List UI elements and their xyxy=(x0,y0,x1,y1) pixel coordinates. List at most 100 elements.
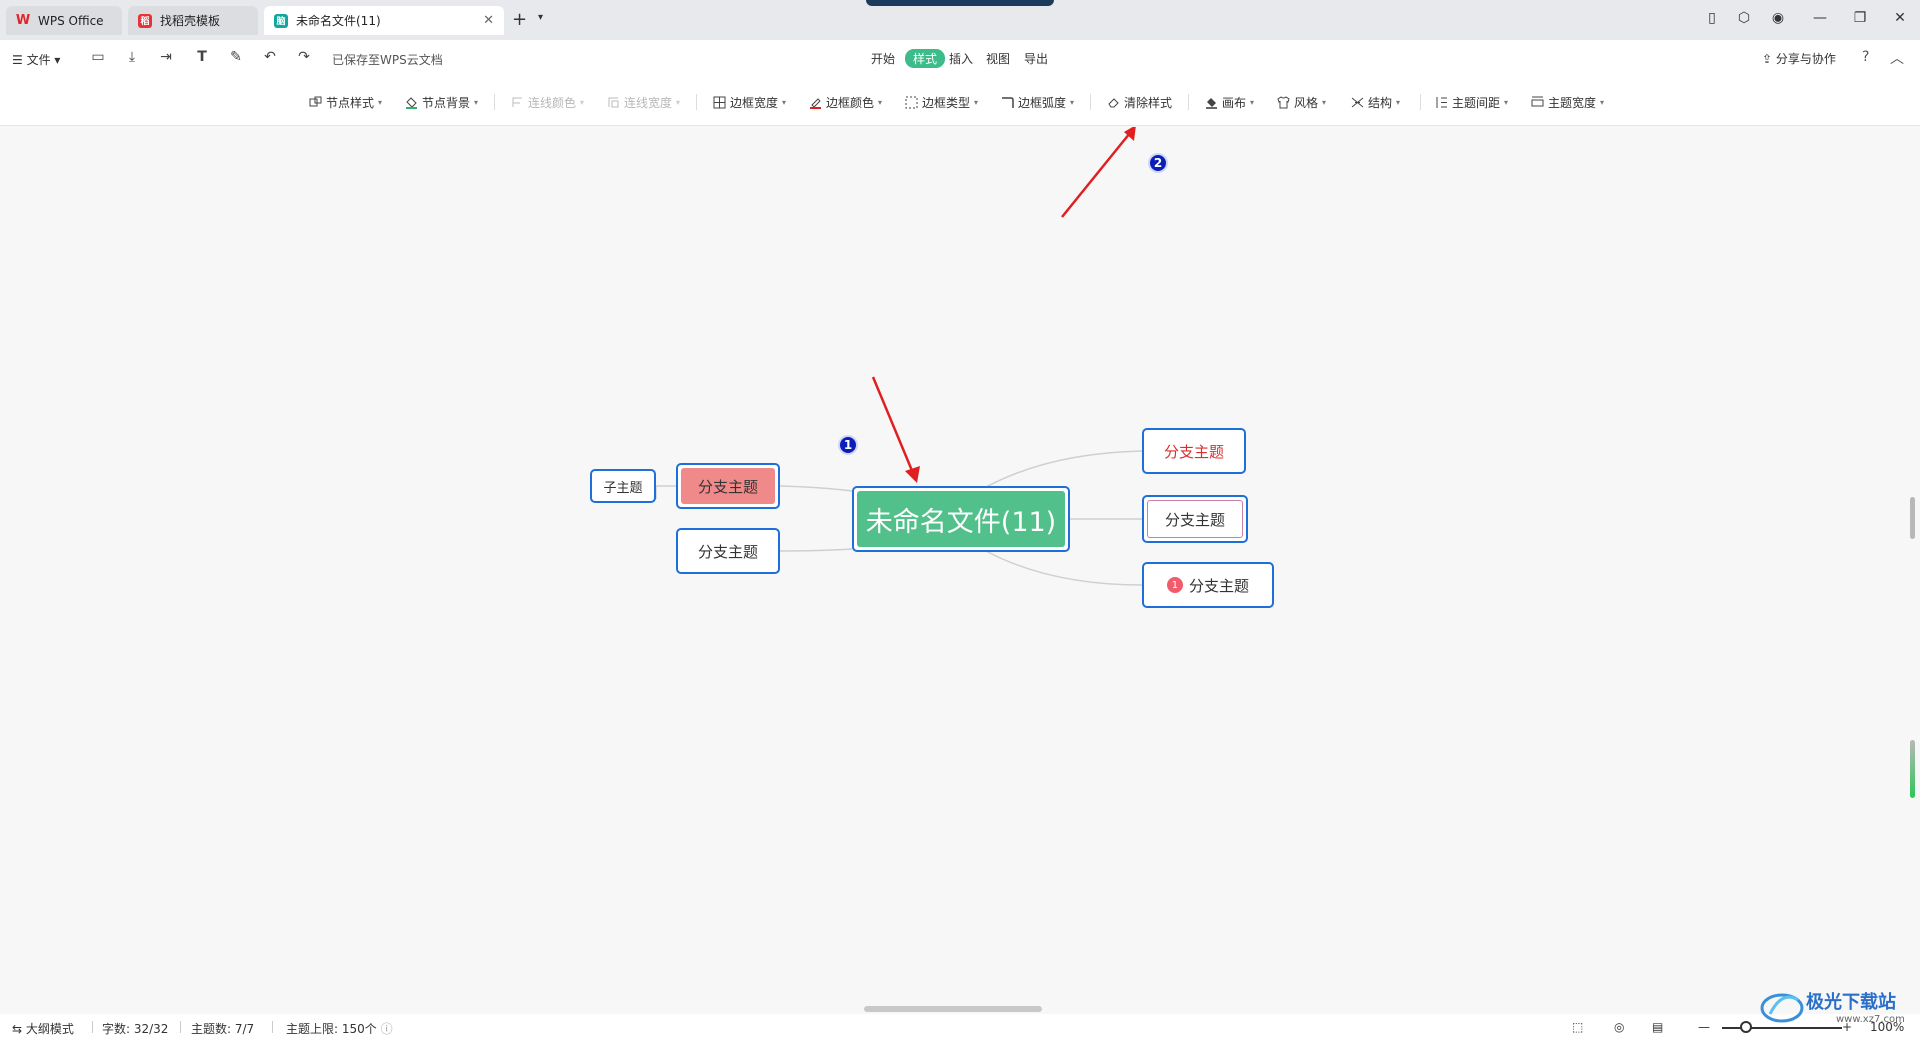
node-style-icon xyxy=(308,95,322,109)
line-width-icon xyxy=(606,95,620,109)
status-bar: ⇆ 大纲模式 字数: 32/32 主题数: 7/7 主题上限: 150个 ⓘ ⬚… xyxy=(0,1014,1920,1040)
undo-icon[interactable]: ↶ xyxy=(264,49,276,65)
mindmap-canvas[interactable]: 未命名文件(11) 分支主题 分支主题 子主题 分支主题 分支主题 1 分支主题… xyxy=(0,127,1920,1002)
branch-label: 分支主题 xyxy=(681,468,775,504)
zoom-in-icon[interactable]: + xyxy=(1842,1020,1853,1034)
border-type-icon xyxy=(904,95,918,109)
toolbar-label: 画布 xyxy=(1222,95,1247,110)
format-painter-icon[interactable]: T xyxy=(197,49,207,65)
right-branch-with-badge[interactable]: 1 分支主题 xyxy=(1142,562,1274,608)
close-tab-icon[interactable]: ✕ xyxy=(483,13,494,28)
tab-start[interactable]: 开始 xyxy=(871,52,896,66)
subtopic-node[interactable]: 子主题 xyxy=(590,469,656,503)
border-color-button[interactable]: 边框颜色▾ xyxy=(808,93,882,111)
tab-view[interactable]: 视图 xyxy=(986,52,1011,66)
file-menu-label: 文件 xyxy=(26,53,51,67)
select-icon[interactable]: ⬚ xyxy=(1572,1020,1584,1034)
root-topic-node[interactable]: 未命名文件(11) xyxy=(852,486,1070,552)
canvas-icon xyxy=(1204,95,1218,109)
info-icon[interactable]: ⓘ xyxy=(380,1022,393,1036)
right-branch-red-text[interactable]: 分支主题 xyxy=(1142,428,1246,474)
restore-icon[interactable]: ❐ xyxy=(1853,10,1867,26)
chevron-up-icon[interactable]: ︿ xyxy=(1890,51,1904,67)
saved-status: 已保存至WPS云文档 xyxy=(332,53,443,67)
avatar[interactable]: ◉ xyxy=(1771,10,1785,26)
tab-style[interactable]: 样式 xyxy=(905,49,946,68)
chevron-down-icon[interactable]: ▾ xyxy=(538,12,544,23)
toolbar-label: 主题宽度 xyxy=(1548,95,1597,110)
theme-style-button[interactable]: 风格▾ xyxy=(1276,93,1326,111)
toolbar-label: 连线颜色 xyxy=(528,95,577,110)
priority-badge: 1 xyxy=(1166,577,1183,593)
locate-icon[interactable]: ◎ xyxy=(1614,1020,1625,1034)
minimize-icon[interactable]: — xyxy=(1813,10,1827,26)
tab-export[interactable]: 导出 xyxy=(1024,52,1049,66)
zoom-out-icon[interactable]: — xyxy=(1698,1020,1710,1034)
right-branch-inner-border[interactable]: 分支主题 xyxy=(1142,495,1248,543)
cube-icon[interactable]: ⬡ xyxy=(1737,10,1751,26)
subtopic-label: 子主题 xyxy=(603,480,643,496)
topic-spacing-button[interactable]: 主题间距▾ xyxy=(1434,93,1508,111)
tab-insert[interactable]: 插入 xyxy=(949,52,974,66)
menu-bar: ☰ 文件 ▾ ▭ ⤓ ⇥ T ✎ ↶ ↷ 已保存至WPS云文档 开始 样式 插入… xyxy=(0,40,1920,76)
mindmap-file-icon: 脑 xyxy=(274,13,288,28)
outline-mode-label: 大纲模式 xyxy=(25,1022,74,1036)
branch-label: 分支主题 xyxy=(1163,442,1224,461)
vertical-scrollbar[interactable] xyxy=(1910,497,1915,539)
vertical-scroll-indicator[interactable] xyxy=(1910,740,1915,798)
map-icon[interactable]: ▤ xyxy=(1652,1020,1664,1034)
structure-button[interactable]: 结构▾ xyxy=(1350,93,1400,111)
docer-icon: 稻 xyxy=(138,13,152,28)
left-branch[interactable]: 分支主题 xyxy=(676,528,780,574)
topic-width-icon xyxy=(1530,95,1544,109)
redo-icon[interactable]: ↷ xyxy=(298,49,310,65)
watermark-text: 极光下载站 xyxy=(1806,991,1896,1013)
left-branch-selected[interactable]: 分支主题 xyxy=(676,463,780,509)
toolbar-divider xyxy=(1420,94,1421,110)
close-window-icon[interactable]: ✕ xyxy=(1894,10,1906,26)
border-width-button[interactable]: 边框宽度▾ xyxy=(712,93,786,111)
annotation-marker-1: 1 xyxy=(838,435,858,455)
tab-docer[interactable]: 稻 找稻壳模板 xyxy=(128,6,258,35)
style-toolbar: 节点样式▾ 节点背景▾ 连线颜色▾ 连线宽度▾ 边框宽度▾ 边框颜色▾ 边框类型… xyxy=(0,76,1920,126)
zoom-slider-handle[interactable] xyxy=(1740,1021,1752,1033)
border-radius-button[interactable]: 边框弧度▾ xyxy=(1000,93,1074,111)
toolbar-label: 边框宽度 xyxy=(730,95,779,110)
tab-mindmap-file[interactable]: 脑 未命名文件(11) ✕ xyxy=(264,6,504,35)
export-icon[interactable]: ⇥ xyxy=(160,49,172,65)
eraser-icon xyxy=(1106,95,1120,109)
zoom-level: 100% xyxy=(1870,1020,1905,1034)
zoom-slider[interactable] xyxy=(1722,1027,1842,1029)
theme-shirt-icon xyxy=(1276,95,1290,109)
toolbar-label: 主题间距 xyxy=(1452,95,1501,110)
border-radius-icon xyxy=(1000,95,1014,109)
line-color-button[interactable]: 连线颜色▾ xyxy=(510,93,584,111)
tab-label: WPS Office xyxy=(38,13,104,28)
tab-label: 找稻壳模板 xyxy=(160,14,221,28)
status-divider xyxy=(180,1021,181,1033)
new-tab-plus-icon[interactable]: + xyxy=(512,9,528,30)
horizontal-scrollbar[interactable] xyxy=(864,1006,1042,1012)
save-icon[interactable]: ▭ xyxy=(91,49,105,65)
node-style-button[interactable]: 节点样式▾ xyxy=(308,93,382,111)
download-icon[interactable]: ⤓ xyxy=(128,49,136,65)
topic-limit-label: 主题上限: 150个 xyxy=(286,1022,377,1036)
toolbar-label: 边框弧度 xyxy=(1018,95,1067,110)
border-type-button[interactable]: 边框类型▾ xyxy=(904,93,978,111)
tab-label: 未命名文件(11) xyxy=(296,14,381,28)
help-icon[interactable]: ? xyxy=(1862,49,1870,65)
top-notch xyxy=(866,0,1054,6)
pencil-icon[interactable]: ✎ xyxy=(230,49,242,65)
layout-icon[interactable]: ▯ xyxy=(1708,10,1716,26)
outline-mode-button[interactable]: ⇆ 大纲模式 xyxy=(12,1022,74,1036)
topic-width-button[interactable]: 主题宽度▾ xyxy=(1530,93,1604,111)
toolbar-divider xyxy=(1188,94,1189,110)
share-button[interactable]: ⇪ 分享与协作 xyxy=(1762,52,1836,66)
clear-style-button[interactable]: 清除样式 xyxy=(1106,93,1172,111)
branch-label: 分支主题 xyxy=(697,542,758,561)
line-width-button[interactable]: 连线宽度▾ xyxy=(606,93,680,111)
tab-wps-office[interactable]: W WPS Office xyxy=(6,6,122,35)
file-menu[interactable]: ☰ 文件 ▾ xyxy=(12,53,61,67)
node-background-button[interactable]: 节点背景▾ xyxy=(404,93,478,111)
canvas-button[interactable]: 画布▾ xyxy=(1204,93,1254,111)
